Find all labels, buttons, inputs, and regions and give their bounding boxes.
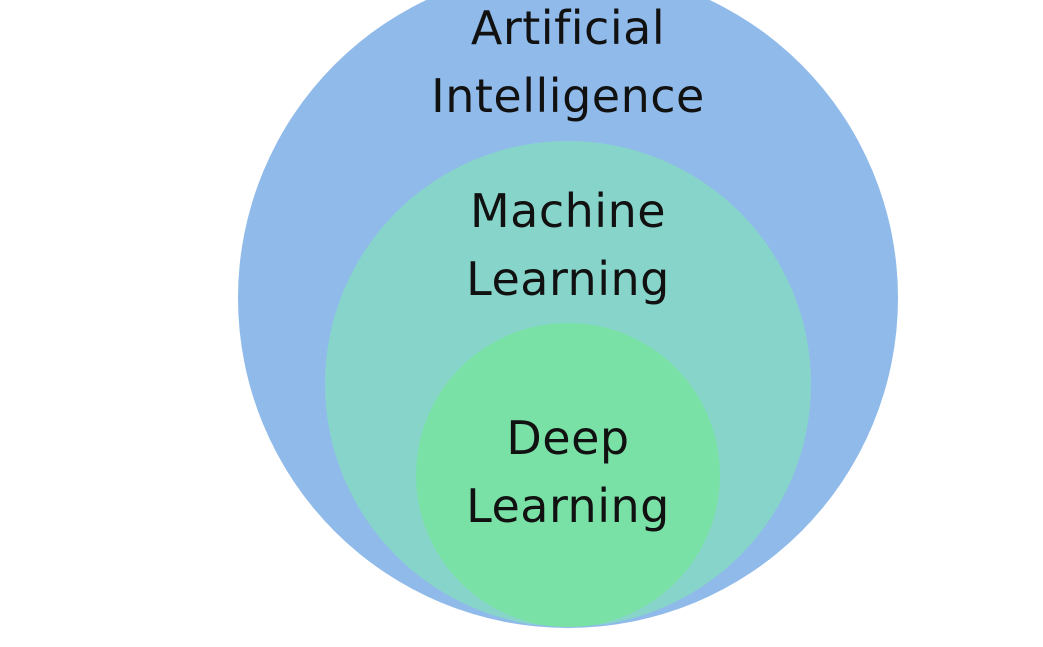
deep-learning-label-line1: Deep — [506, 411, 630, 465]
machine-learning-label-line1: Machine — [469, 184, 667, 238]
artificial-intelligence-label: Artificial Intelligence — [368, 0, 768, 130]
deep-learning-label-line2: Learning — [466, 479, 670, 533]
artificial-intelligence-label-line1: Artificial — [470, 1, 666, 55]
deep-learning-circle — [416, 323, 720, 627]
deep-learning-label: Deep Learning — [368, 404, 768, 540]
machine-learning-label: Machine Learning — [368, 177, 768, 313]
machine-learning-label-line2: Learning — [466, 252, 670, 306]
artificial-intelligence-label-line2: Intelligence — [431, 69, 705, 123]
